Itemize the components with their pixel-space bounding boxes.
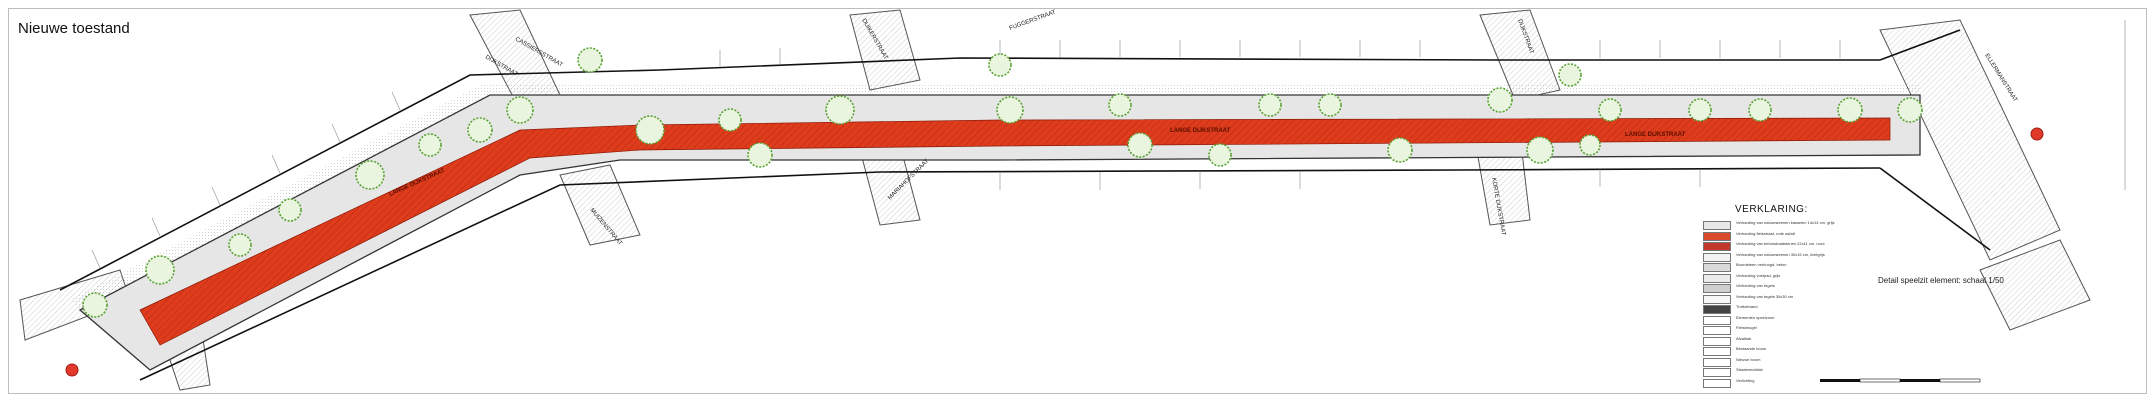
- tree: [577, 47, 603, 73]
- legend-text: Afvalbak: [1736, 335, 1752, 341]
- legend-text: Verharding van tegels: [1736, 283, 1775, 288]
- legend-swatch: [1703, 263, 1731, 272]
- tree: [1579, 134, 1601, 156]
- tree: [747, 142, 773, 168]
- side-streets: [19, 9, 2091, 391]
- tree: [1208, 143, 1232, 167]
- drawing-title: Nieuwe toestand: [18, 20, 130, 37]
- tree: [1318, 93, 1342, 117]
- legend-item: Verharding van natuursteenen 30x15 cm, l…: [1703, 252, 2023, 262]
- legend-item: Verharding van tegels: [1703, 283, 2023, 293]
- legend-text: Verharding voetpad, grijs: [1736, 272, 1781, 278]
- legend-swatch: [1703, 326, 1731, 335]
- legend-swatch: [1703, 368, 1731, 377]
- legend-item: Boordsteen verhoogd, beton: [1703, 262, 2023, 272]
- legend-item: Verharding van betonstraatstenen 22x11 c…: [1703, 241, 2023, 251]
- legend-swatch: [1703, 336, 1731, 346]
- tree: [1748, 98, 1772, 122]
- legend: VERKLARING: Verharding van natuursteenen…: [1703, 204, 2033, 394]
- tree: [1558, 63, 1582, 87]
- street-label: LANGE DIJKSTRAAT: [1170, 128, 1231, 134]
- legend-title: VERKLARING:: [1735, 204, 1808, 215]
- tree: [1387, 137, 1413, 163]
- legend-swatch: [1703, 221, 1731, 230]
- legend-item: Elementen speelzone: [1703, 315, 2023, 325]
- red-markers: [65, 127, 2044, 377]
- legend-text: Trottoirband: [1736, 304, 1758, 309]
- legend-swatch: [1703, 315, 1731, 325]
- legend-item: Verharding van tegels 30x30 cm: [1703, 294, 2023, 304]
- tree: [1526, 136, 1554, 164]
- tree: [1837, 97, 1863, 123]
- legend-text: Verharding fietsstraat, rode asfalt: [1736, 230, 1795, 236]
- legend-text: Verharding van tegels 30x30 cm: [1736, 293, 1794, 299]
- legend-text: Boordsteen verhoogd, beton: [1736, 262, 1787, 267]
- legend-item: Verharding voetpad, grijs: [1703, 273, 2023, 283]
- legend-item: Trottoirband: [1703, 304, 2023, 314]
- tree: [467, 117, 493, 143]
- legend-item: Fietsbeugel: [1703, 325, 2023, 335]
- legend-text: Verharding van natuursteenen kasseien 14…: [1736, 220, 1835, 225]
- legend-swatch: [1703, 305, 1731, 314]
- legend-item: Straatmeubilair: [1703, 367, 2023, 377]
- legend-item: Nieuwe boom: [1703, 357, 2023, 367]
- legend-item: Verharding fietsstraat, rode asfalt: [1703, 231, 2023, 241]
- legend-item: Afvalbak: [1703, 336, 2023, 346]
- legend-text: Verharding van betonstraatstenen 22x11 c…: [1736, 241, 1825, 246]
- legend-item: Verharding van natuursteenen kasseien 14…: [1703, 220, 2023, 230]
- tree: [718, 108, 742, 132]
- main-street-pavement: [70, 85, 1921, 371]
- legend-swatch: [1703, 294, 1731, 304]
- marker-icon: [2030, 127, 2044, 141]
- legend-swatch: [1703, 273, 1731, 283]
- tree: [355, 160, 385, 190]
- street-label: FUGGERSTRAAT: [1009, 9, 1057, 31]
- tree: [418, 133, 442, 157]
- tree: [635, 115, 665, 145]
- legend-swatch: [1703, 242, 1731, 251]
- legend-text: Verlichting: [1736, 377, 1755, 383]
- legend-text: Straatmeubilair: [1736, 367, 1763, 372]
- tree: [1897, 97, 1923, 123]
- legend-item: Verlichting: [1703, 378, 2023, 388]
- legend-text: Bestaande boom: [1736, 346, 1767, 351]
- tree: [988, 53, 1012, 77]
- legend-item: Bestaande boom: [1703, 346, 2023, 356]
- tree: [278, 198, 302, 222]
- legend-swatch: [1703, 357, 1731, 367]
- sheet-frame: [8, 8, 2147, 394]
- street-label: LANGE DIJKSTRAAT: [1625, 132, 1686, 138]
- legend-swatch: [1703, 231, 1731, 241]
- detail-note: Detail speelzit element: schaal 1/50: [1878, 276, 2004, 285]
- tree: [1108, 93, 1132, 117]
- red-cycle-lane: [139, 117, 1891, 346]
- legend-text: Elementen speelzone: [1736, 314, 1775, 320]
- legend-swatch: [1703, 378, 1731, 388]
- tree: [825, 95, 855, 125]
- tree: [996, 96, 1024, 124]
- legend-swatch: [1703, 284, 1731, 293]
- legend-text: Verharding van natuursteenen 30x15 cm, l…: [1736, 251, 1825, 257]
- trees: [82, 47, 1923, 318]
- legend-text: Nieuwe boom: [1736, 356, 1761, 362]
- legend-text: Fietsbeugel: [1736, 325, 1757, 330]
- tree: [145, 255, 175, 285]
- tree: [506, 96, 534, 124]
- tree: [1598, 98, 1622, 122]
- tree: [1688, 98, 1712, 122]
- tree: [82, 292, 108, 318]
- tree: [228, 233, 252, 257]
- tree: [1487, 87, 1513, 113]
- marker-icon: [65, 363, 79, 377]
- legend-swatch: [1703, 252, 1731, 262]
- tree: [1258, 93, 1282, 117]
- legend-swatch: [1703, 347, 1731, 356]
- scale-bar: [1820, 378, 1981, 383]
- tree: [1127, 132, 1153, 158]
